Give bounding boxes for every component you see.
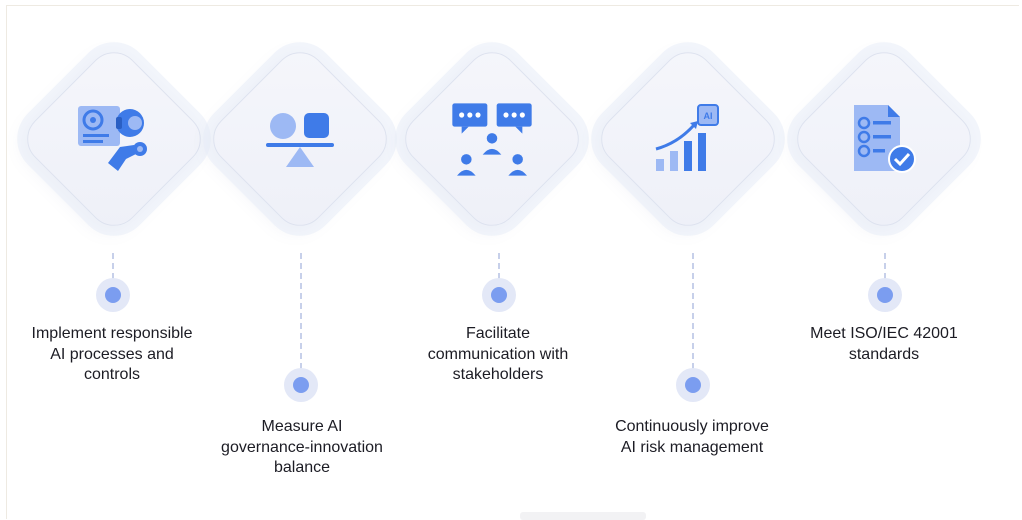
bottom-strip [520, 512, 646, 520]
step-3-label: Facilitate communication with stakeholde… [427, 325, 569, 383]
svg-text:AI: AI [704, 111, 713, 121]
checklist-verified-icon [854, 105, 916, 173]
step-marker [868, 278, 902, 312]
step-marker [482, 278, 516, 312]
step-5-label: Meet ISO/IEC 42001 standards [810, 325, 958, 363]
step-2-label: Measure AI governance-innovation balance [221, 418, 383, 476]
step-5-tile [786, 23, 982, 261]
step-marker [284, 368, 318, 402]
ai-growth-chart-icon: AI [655, 104, 719, 171]
step-1-tile [16, 23, 212, 261]
ai-robot-icon [78, 106, 147, 171]
step-4-tile: AI [590, 23, 786, 261]
connector-line [498, 253, 500, 279]
step-marker [96, 278, 130, 312]
connector-line [300, 253, 302, 369]
step-3-tile [394, 23, 590, 261]
step-4-label: Continuously improve AI risk management [615, 418, 769, 456]
connector-line [884, 253, 886, 279]
connector-line [112, 253, 114, 279]
balance-scale-icon [266, 113, 334, 167]
connector-line [692, 253, 694, 369]
step-1-label: Implement responsible AI processes and c… [31, 325, 193, 383]
step-marker [676, 368, 710, 402]
stakeholders-communication-icon [452, 103, 532, 176]
step-2-tile [202, 23, 398, 261]
